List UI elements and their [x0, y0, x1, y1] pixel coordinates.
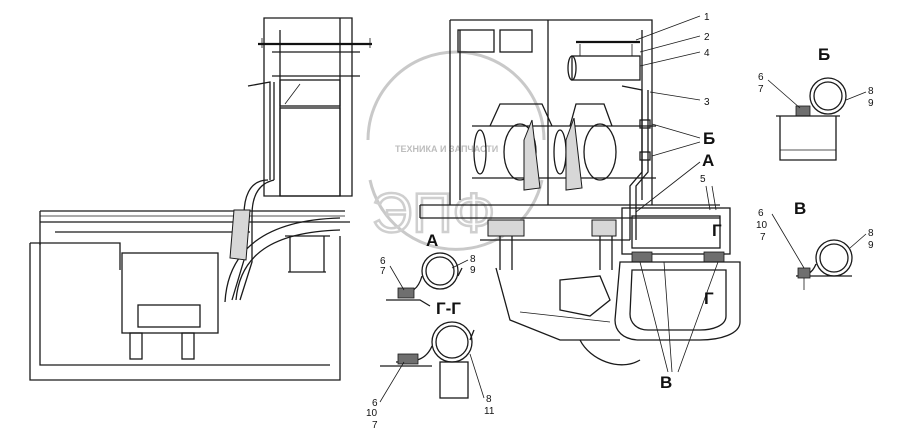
letter-g-2: Г — [704, 289, 714, 308]
detail-a-title: А — [426, 231, 438, 250]
detail-g-11: 11 — [484, 406, 495, 417]
label-2: 2 — [704, 32, 710, 43]
letter-b-main: Б — [703, 129, 715, 148]
left-view — [29, 17, 372, 381]
detail-b-8: 8 — [868, 86, 874, 97]
detail-a-7: 7 — [380, 266, 386, 277]
detail-b-9: 9 — [868, 98, 874, 109]
watermark: ТЕХНИКА И ЗАПЧАСТИ ЭПФ — [366, 50, 546, 251]
detail-g-10: 10 — [366, 408, 378, 419]
label-1: 1 — [704, 12, 710, 23]
detail-v: В 6 10 7 8 9 — [756, 199, 874, 290]
detail-v-10: 10 — [756, 220, 768, 231]
watermark-logo-text: ЭПФ — [372, 181, 495, 244]
detail-v-title: В — [794, 199, 806, 218]
detail-b: Б 6 7 8 9 — [758, 45, 874, 161]
letter-v-main: В — [660, 373, 672, 392]
part-number-labels: 1 2 4 3 5 — [635, 12, 717, 211]
detail-a-9: 9 — [470, 265, 476, 276]
detail-v-8: 8 — [868, 228, 874, 239]
detail-g-title: Г-Г — [436, 299, 461, 318]
letter-g-1: Г — [712, 221, 722, 240]
detail-g-6: 6 — [372, 398, 378, 409]
detail-g-7: 7 — [372, 420, 378, 431]
detail-v-9: 9 — [868, 240, 874, 251]
right-view — [419, 19, 741, 373]
detail-v-7: 7 — [760, 232, 766, 243]
view-letters: Б А В Г Г — [635, 123, 722, 392]
detail-b-7: 7 — [758, 84, 764, 95]
detail-g-8: 8 — [486, 394, 492, 405]
detail-a-6: 6 — [380, 256, 386, 267]
label-4: 4 — [704, 48, 710, 59]
letter-a-main: А — [702, 151, 714, 170]
detail-a: А 6 7 8 9 — [380, 231, 476, 307]
detail-b-6: 6 — [758, 72, 764, 83]
watermark-top-text: ТЕХНИКА И ЗАПЧАСТИ — [395, 144, 498, 154]
detail-v-6: 6 — [758, 208, 764, 219]
detail-b-title: Б — [818, 45, 830, 64]
label-5: 5 — [700, 174, 706, 185]
label-3: 3 — [704, 97, 710, 108]
detail-a-8: 8 — [470, 254, 476, 265]
detail-g: Г-Г 6 10 7 8 11 — [366, 299, 495, 431]
